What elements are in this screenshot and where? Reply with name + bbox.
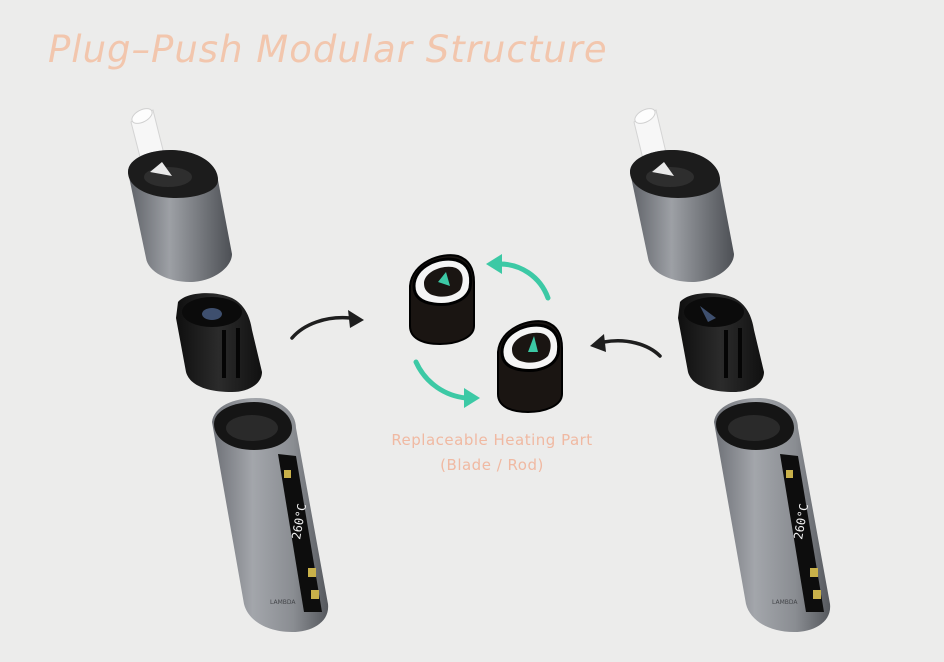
left-device: 260°C LAMBDA xyxy=(128,106,328,632)
left-plus-button xyxy=(308,568,316,577)
left-minus-button xyxy=(311,590,319,599)
left-brand-label: LAMBDA xyxy=(270,599,296,606)
right-plus-button xyxy=(810,568,818,577)
right-curved-arrow-icon xyxy=(590,334,660,356)
left-top-button xyxy=(284,470,291,478)
right-cap xyxy=(630,150,734,282)
caption-line-1: Replaceable Heating Part xyxy=(360,428,624,453)
left-heating-insert xyxy=(176,293,262,392)
right-minus-button xyxy=(813,590,821,599)
caption-line-2: (Blade / Rod) xyxy=(360,453,624,478)
right-device-body: 260°C LAMBDA xyxy=(714,398,830,632)
heating-part-caption: Replaceable Heating Part (Blade / Rod) xyxy=(360,428,624,478)
left-curved-arrow-icon xyxy=(292,310,364,338)
left-cap xyxy=(128,150,232,282)
heating-part-rod xyxy=(498,321,562,412)
right-heating-insert xyxy=(678,293,764,392)
right-top-button xyxy=(786,470,793,478)
right-brand-label: LAMBDA xyxy=(772,599,798,606)
heating-part-blade xyxy=(410,255,474,344)
left-device-body: 260°C LAMBDA xyxy=(212,398,328,632)
right-device: 260°C LAMBDA xyxy=(630,106,830,632)
